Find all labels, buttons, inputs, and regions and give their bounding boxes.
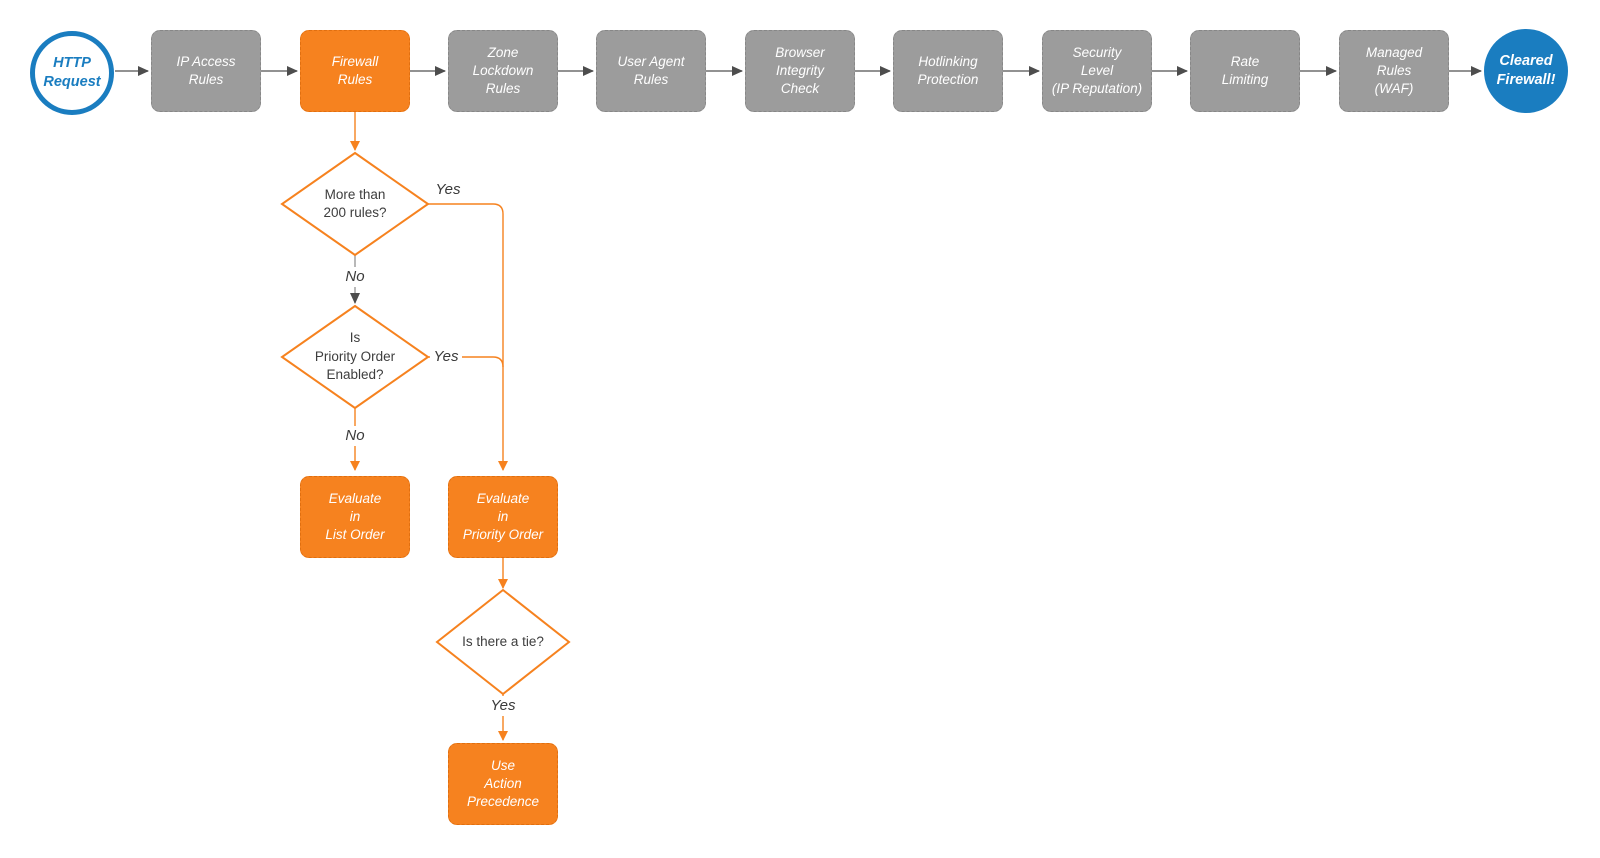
stage-user-agent-rules-label: User Agent Rules	[617, 53, 685, 87]
stage-firewall-rules: Firewall Rules	[300, 30, 410, 112]
action-use-action-precedence-label: Use Action Precedence	[466, 757, 540, 810]
action-evaluate-in-priority-order: Evaluate in Priority Order	[448, 476, 558, 558]
stage-firewall-rules-label: Firewall Rules	[331, 53, 379, 87]
stage-rate-limiting: Rate Limiting	[1190, 30, 1300, 112]
edge-label-no-priority-enabled: No	[337, 426, 373, 446]
edge-yes-priority-enabled-merge	[428, 356, 504, 368]
stage-security-level: Security Level (IP Reputation)	[1042, 30, 1152, 112]
stage-user-agent-rules: User Agent Rules	[596, 30, 706, 112]
stage-rate-limiting-label: Rate Limiting	[1221, 53, 1269, 87]
decision-is-there-a-tie-shape	[435, 588, 571, 696]
edge-yes-200-rules-to-priority-order	[428, 203, 508, 471]
decision-priority-order-enabled-label: Is Priority Order Enabled?	[314, 330, 396, 383]
action-use-action-precedence: Use Action Precedence	[448, 743, 558, 825]
edge-label-yes-200-rules: Yes	[435, 181, 461, 198]
edge-label-no-200-rules: No	[337, 267, 373, 287]
stage-ip-access-rules: IP Access Rules	[151, 30, 261, 112]
edge-label-yes-priority-enabled: Yes	[430, 347, 462, 367]
stage-managed-rules-waf: Managed Rules (WAF)	[1339, 30, 1449, 112]
node-cleared-firewall-label: Cleared Firewall!	[1496, 52, 1556, 88]
stage-browser-integrity-check: Browser Integrity Check	[745, 30, 855, 112]
edge-label-yes-tie: Yes	[485, 696, 521, 716]
decision-is-there-a-tie-label: Is there a tie?	[462, 633, 544, 649]
decision-more-than-200-rules-shape	[280, 151, 430, 257]
stage-ip-access-rules-label: IP Access Rules	[176, 53, 236, 87]
action-evaluate-in-list-order-label: Evaluate in List Order	[325, 490, 385, 543]
action-evaluate-in-priority-order-label: Evaluate in Priority Order	[462, 490, 544, 543]
stage-managed-rules-waf-label: Managed Rules (WAF)	[1365, 44, 1423, 97]
stage-zone-lockdown-rules: Zone Lockdown Rules	[448, 30, 558, 112]
stage-security-level-label: Security Level (IP Reputation)	[1051, 44, 1143, 97]
node-http-request-label: HTTP Request	[43, 54, 101, 90]
decision-priority-order-enabled-shape	[280, 304, 430, 410]
stage-hotlinking-protection-label: Hotlinking Protection	[917, 53, 979, 87]
node-http-request: HTTP Request	[30, 31, 114, 115]
stage-hotlinking-protection: Hotlinking Protection	[893, 30, 1003, 112]
stage-browser-integrity-check-label: Browser Integrity Check	[775, 44, 825, 97]
stage-zone-lockdown-rules-label: Zone Lockdown Rules	[472, 44, 534, 97]
action-evaluate-in-list-order: Evaluate in List Order	[300, 476, 410, 558]
decision-more-than-200-rules-label: More than 200 rules?	[323, 186, 387, 220]
node-cleared-firewall: Cleared Firewall!	[1484, 29, 1568, 113]
